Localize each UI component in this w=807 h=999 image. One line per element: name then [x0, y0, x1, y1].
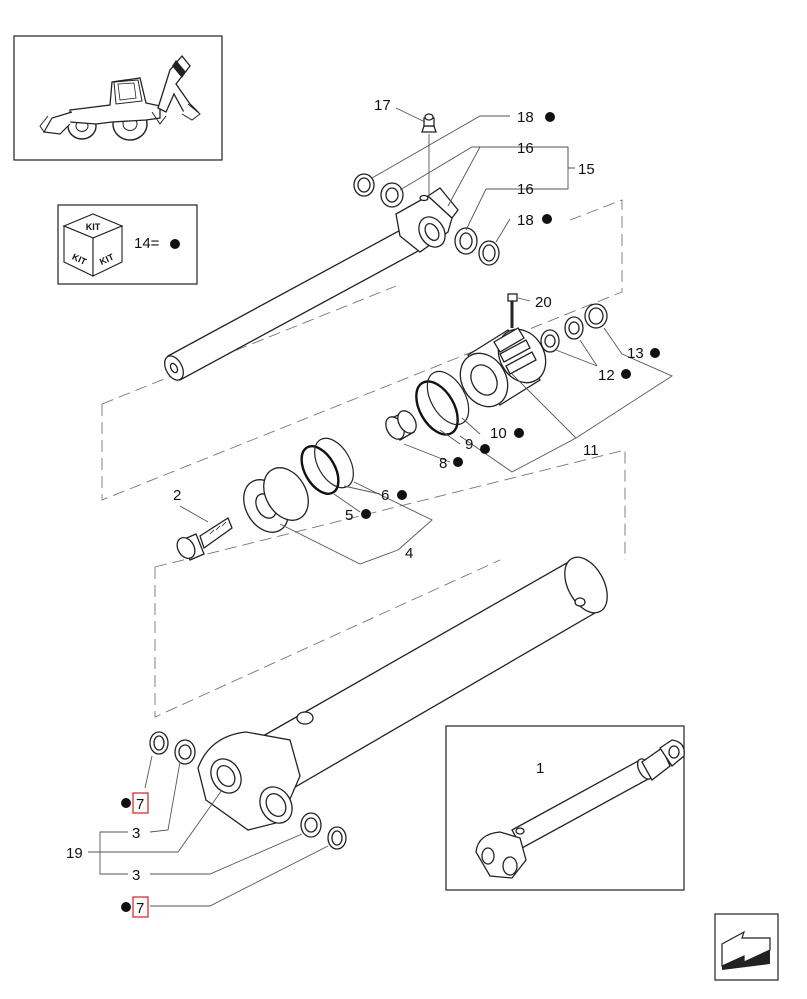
bullet-dot-icon	[121, 902, 131, 912]
rod-eye-seals	[353, 173, 500, 266]
callout-18-bottom: 18	[517, 212, 534, 229]
o-rings-9-10	[415, 370, 470, 436]
callout-9: 9	[465, 436, 473, 453]
callout-15: 15	[578, 161, 595, 178]
leader-lines	[88, 107, 673, 907]
callout-18-top: 18	[517, 109, 534, 126]
callout-16-bottom: 16	[517, 181, 534, 198]
seal-rings-12-13	[540, 303, 608, 353]
cylinder-barrel	[197, 556, 608, 831]
piston-4	[243, 467, 309, 533]
bullet-dot-icon	[650, 348, 660, 358]
assembled-cylinder-inset: 1	[445, 725, 685, 891]
bullet-dot-icon	[121, 798, 131, 808]
highlight-box-7-bottom	[132, 896, 149, 918]
bullet-dot-icon	[545, 112, 555, 122]
callout-1: 1	[536, 760, 544, 777]
machine-thumbnail	[13, 35, 223, 161]
backhoe-loader-icon	[39, 54, 201, 141]
callout-3-bottom: 3	[132, 867, 140, 884]
callout-7-top: 7	[136, 796, 144, 813]
callout-12: 12	[598, 367, 615, 384]
callout-6: 6	[381, 487, 389, 504]
cylinder-head	[459, 327, 547, 408]
piston-rod	[164, 187, 459, 381]
bolt-2	[176, 517, 233, 561]
callout-3-top: 3	[132, 825, 140, 842]
callout-19: 19	[66, 845, 83, 862]
callout-16-top: 16	[517, 140, 534, 157]
screw-20	[507, 293, 518, 328]
kit-top-label: KIT	[86, 222, 101, 232]
next-page-arrow-button[interactable]	[714, 913, 779, 981]
kit-box-icon: KIT KIT KIT	[62, 213, 124, 277]
bullet-dot-icon	[453, 457, 463, 467]
callout-20: 20	[535, 294, 552, 311]
bullet-dot-icon	[514, 428, 524, 438]
bullet-dot-icon	[397, 490, 407, 500]
callout-13: 13	[627, 345, 644, 362]
kit-legend-box: KIT KIT KIT 14=	[57, 204, 198, 285]
callout-17: 17	[374, 97, 391, 114]
grease-nipple	[421, 113, 437, 198]
bush-8	[385, 410, 417, 441]
callout-10: 10	[490, 425, 507, 442]
bullet-dot-icon	[621, 369, 631, 379]
bullet-dot-icon	[480, 444, 490, 454]
base-eye-seals	[149, 731, 347, 850]
bullet-dot-icon	[361, 509, 371, 519]
bullet-dot-icon	[170, 239, 180, 249]
callout-2: 2	[173, 487, 181, 504]
callout-8: 8	[439, 455, 447, 472]
callout-7-bottom: 7	[136, 900, 144, 917]
callout-11: 11	[583, 442, 599, 459]
callout-4: 4	[405, 545, 413, 562]
callouts: 17 18 16 15 16 18 20 13 12 10 9 11 8 6 2…	[66, 97, 660, 918]
highlight-box-7-top	[132, 792, 149, 814]
bullet-dot-icon	[542, 214, 552, 224]
callout-5: 5	[345, 507, 353, 524]
exploded-view-guides	[101, 199, 626, 718]
callout-14: 14=	[134, 235, 160, 252]
